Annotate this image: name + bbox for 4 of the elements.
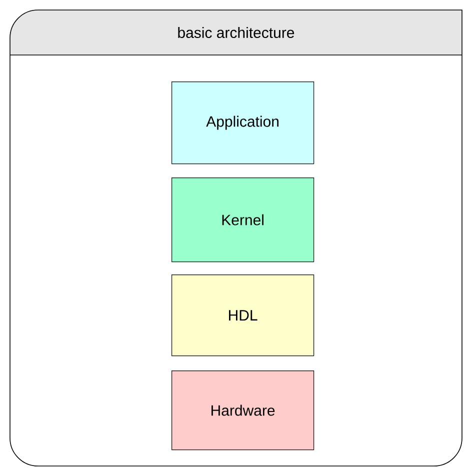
layer-box: Application (172, 82, 314, 164)
layer-box: Hardware (172, 370, 314, 450)
layer-box: Kernel (172, 178, 314, 262)
layer-box: HDL (172, 274, 314, 356)
